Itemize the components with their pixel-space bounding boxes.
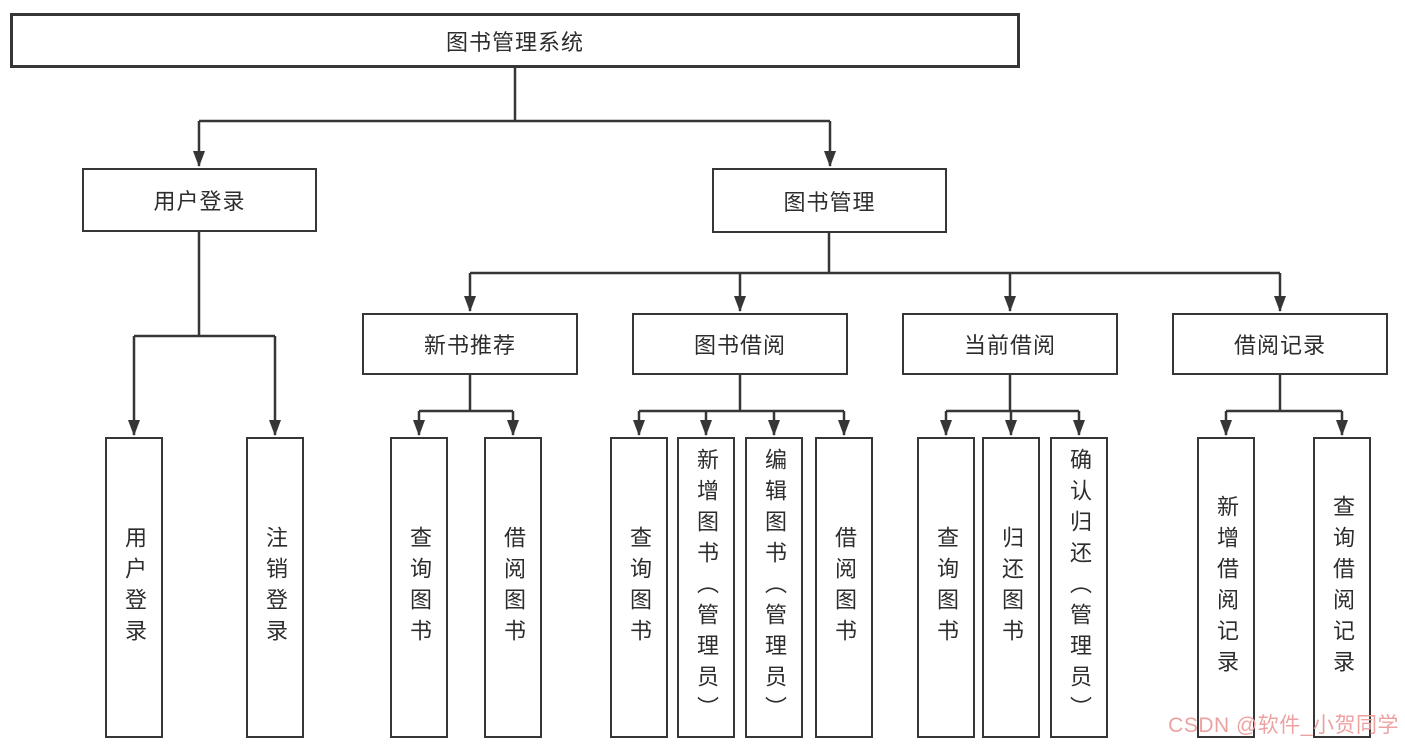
node-label: 归还图书: [999, 525, 1024, 650]
node-label: 编辑图书（管理员）: [762, 448, 787, 727]
leaf-bb-borrow-books: 借阅图书: [815, 437, 873, 738]
leaf-cb-confirm-return-admin: 确认归还（管理员）: [1050, 437, 1108, 738]
leaf-user-login: 用户登录: [105, 437, 163, 738]
node-label: 用户登录: [153, 189, 246, 214]
leaf-br-query-borrow-record: 查询借阅记录: [1313, 437, 1371, 738]
node-label: 查询图书: [407, 525, 432, 650]
node-label: 查询图书: [627, 525, 652, 650]
node-label: 注销登录: [263, 525, 288, 650]
leaf-nbr-borrow-books: 借阅图书: [484, 437, 542, 738]
node-new-book-recommend: 新书推荐: [362, 313, 578, 375]
leaf-br-add-borrow-record: 新增借阅记录: [1197, 437, 1255, 738]
node-label: 查询图书: [934, 525, 959, 650]
node-book-borrow: 图书借阅: [632, 313, 848, 375]
node-label: 确认归还（管理员）: [1067, 448, 1092, 727]
leaf-cb-query-books: 查询图书: [917, 437, 975, 738]
leaf-logout: 注销登录: [246, 437, 304, 738]
leaf-bb-add-book-admin: 新增图书（管理员）: [677, 437, 735, 738]
leaf-bb-query-books: 查询图书: [610, 437, 668, 738]
node-borrow-records: 借阅记录: [1172, 313, 1388, 375]
node-label: 查询借阅记录: [1330, 494, 1355, 681]
node-current-borrow: 当前借阅: [902, 313, 1118, 375]
leaf-nbr-query-books: 查询图书: [390, 437, 448, 738]
node-label: 借阅图书: [832, 525, 857, 650]
leaf-cb-return-books: 归还图书: [982, 437, 1040, 738]
node-label: 图书管理系统: [445, 29, 584, 55]
node-user-login: 用户登录: [82, 168, 317, 232]
node-label: 借阅记录: [1233, 333, 1326, 358]
node-library-management-system: 图书管理系统: [10, 13, 1020, 68]
node-label: 用户登录: [122, 525, 147, 650]
node-label: 新增借阅记录: [1214, 494, 1239, 681]
node-label: 新增图书（管理员）: [694, 448, 719, 727]
node-label: 新书推荐: [423, 333, 516, 358]
node-label: 图书借阅: [693, 333, 786, 358]
leaf-bb-edit-book-admin: 编辑图书（管理员）: [745, 437, 803, 738]
node-label: 图书管理: [783, 189, 876, 215]
node-label: 借阅图书: [501, 525, 526, 650]
node-label: 当前借阅: [963, 333, 1056, 358]
csdn-watermark: CSDN @软件_小贺同学: [1168, 714, 1399, 737]
node-book-management: 图书管理: [712, 168, 947, 233]
